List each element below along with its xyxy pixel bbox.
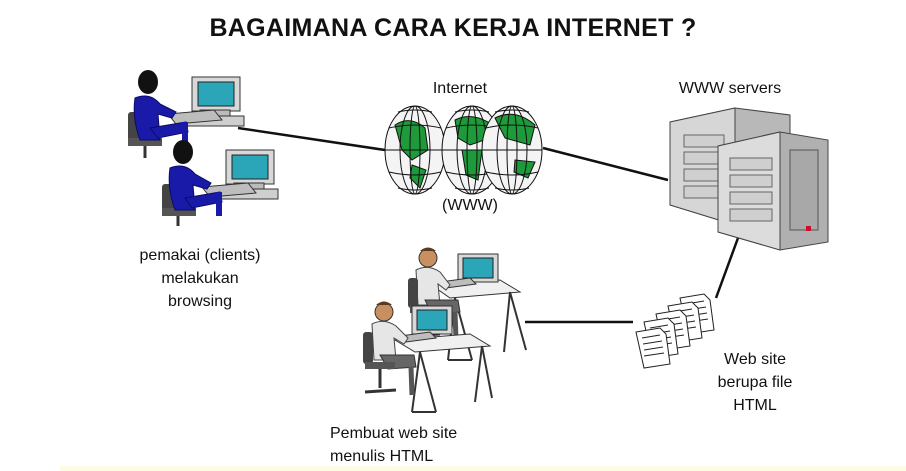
client-user-icon-2 <box>162 140 279 226</box>
website-caption-line-2: berupa file <box>717 374 793 391</box>
clients-caption-line-3: browsing <box>167 293 233 310</box>
clients-caption: pemakai (clients) melakukan browsing <box>100 244 300 313</box>
globe-left <box>384 105 446 195</box>
internet-label: Internet <box>432 80 488 97</box>
creator-caption-line-1: Pembuat web site <box>330 425 458 442</box>
file-icon <box>635 327 671 369</box>
www-label: (WWW) <box>442 197 498 214</box>
client-user-icon-1 <box>128 70 245 158</box>
server-icon <box>669 107 829 251</box>
internet-globe-icon <box>384 105 543 195</box>
connector-internet-servers <box>542 146 669 182</box>
page-title: BAGAIMANA CARA KERJA INTERNET ? <box>209 14 697 42</box>
clients-caption-line-2: melakukan <box>161 270 239 287</box>
creator-caption: Pembuat web site menulis HTML <box>330 422 510 468</box>
www-servers-label: WWW servers <box>678 80 782 97</box>
website-caption-line-1: Web site <box>724 351 786 368</box>
creator-caption-line-2: menulis HTML <box>330 448 434 465</box>
connector-servers-files <box>714 237 740 299</box>
bottom-strip <box>60 466 906 471</box>
website-caption: Web site berupa file HTML <box>690 348 820 417</box>
html-files-icon <box>635 293 715 369</box>
clients-caption-line-1: pemakai (clients) <box>139 247 261 264</box>
globe-right <box>481 105 543 195</box>
website-caption-line-3: HTML <box>733 397 777 414</box>
connector-clients-internet <box>237 126 386 152</box>
developer-icon-2 <box>363 301 493 413</box>
